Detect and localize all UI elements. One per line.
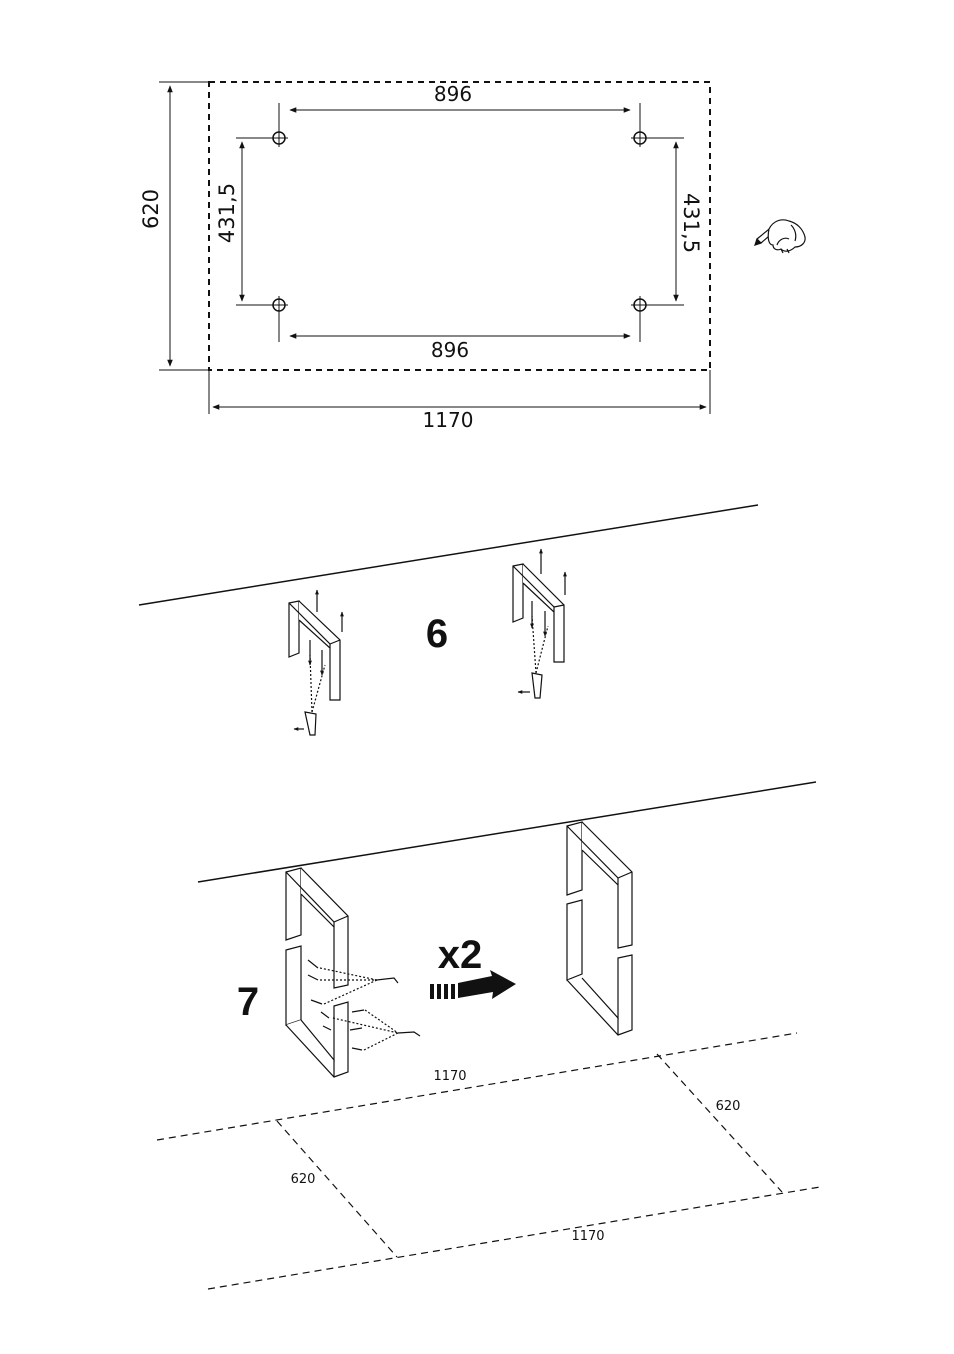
wall-bracket xyxy=(289,590,342,735)
step-7-number: 7 xyxy=(237,980,259,1024)
frame-exploded xyxy=(286,868,420,1077)
floor-footprint xyxy=(157,1033,820,1289)
plan-outline xyxy=(209,82,710,370)
hole-spacing-bottom-label: 896 xyxy=(431,338,469,362)
hole-spacing-right-label: 431,5 xyxy=(679,193,703,253)
floor-right-depth-label: 620 xyxy=(716,1099,741,1114)
floor-left-depth-label: 620 xyxy=(291,1172,316,1187)
frame-assembled xyxy=(567,822,632,1035)
step-6-number: 6 xyxy=(426,612,448,656)
mounting-holes xyxy=(270,129,649,314)
hole-spacing-top-label: 896 xyxy=(434,82,472,106)
floor-top-width-label: 1170 xyxy=(433,1069,466,1084)
step-7-illustration: 7 x2 xyxy=(198,782,816,1077)
width-dimension-label: 1170 xyxy=(423,408,474,432)
wall-edge-line xyxy=(198,782,816,882)
hand-writing-pencil-icon xyxy=(755,220,805,253)
step-6-illustration: 6 xyxy=(139,505,758,735)
depth-dimension-label: 620 xyxy=(139,189,163,229)
floor-bottom-width-label: 1170 xyxy=(571,1229,604,1244)
wall-bracket xyxy=(513,549,565,698)
step-7-multiplier: x2 xyxy=(438,933,483,977)
mounting-plan-view: 620 1170 xyxy=(139,82,710,432)
wall-edge-line xyxy=(139,505,758,605)
hole-spacing-left-label: 431,5 xyxy=(215,183,239,243)
